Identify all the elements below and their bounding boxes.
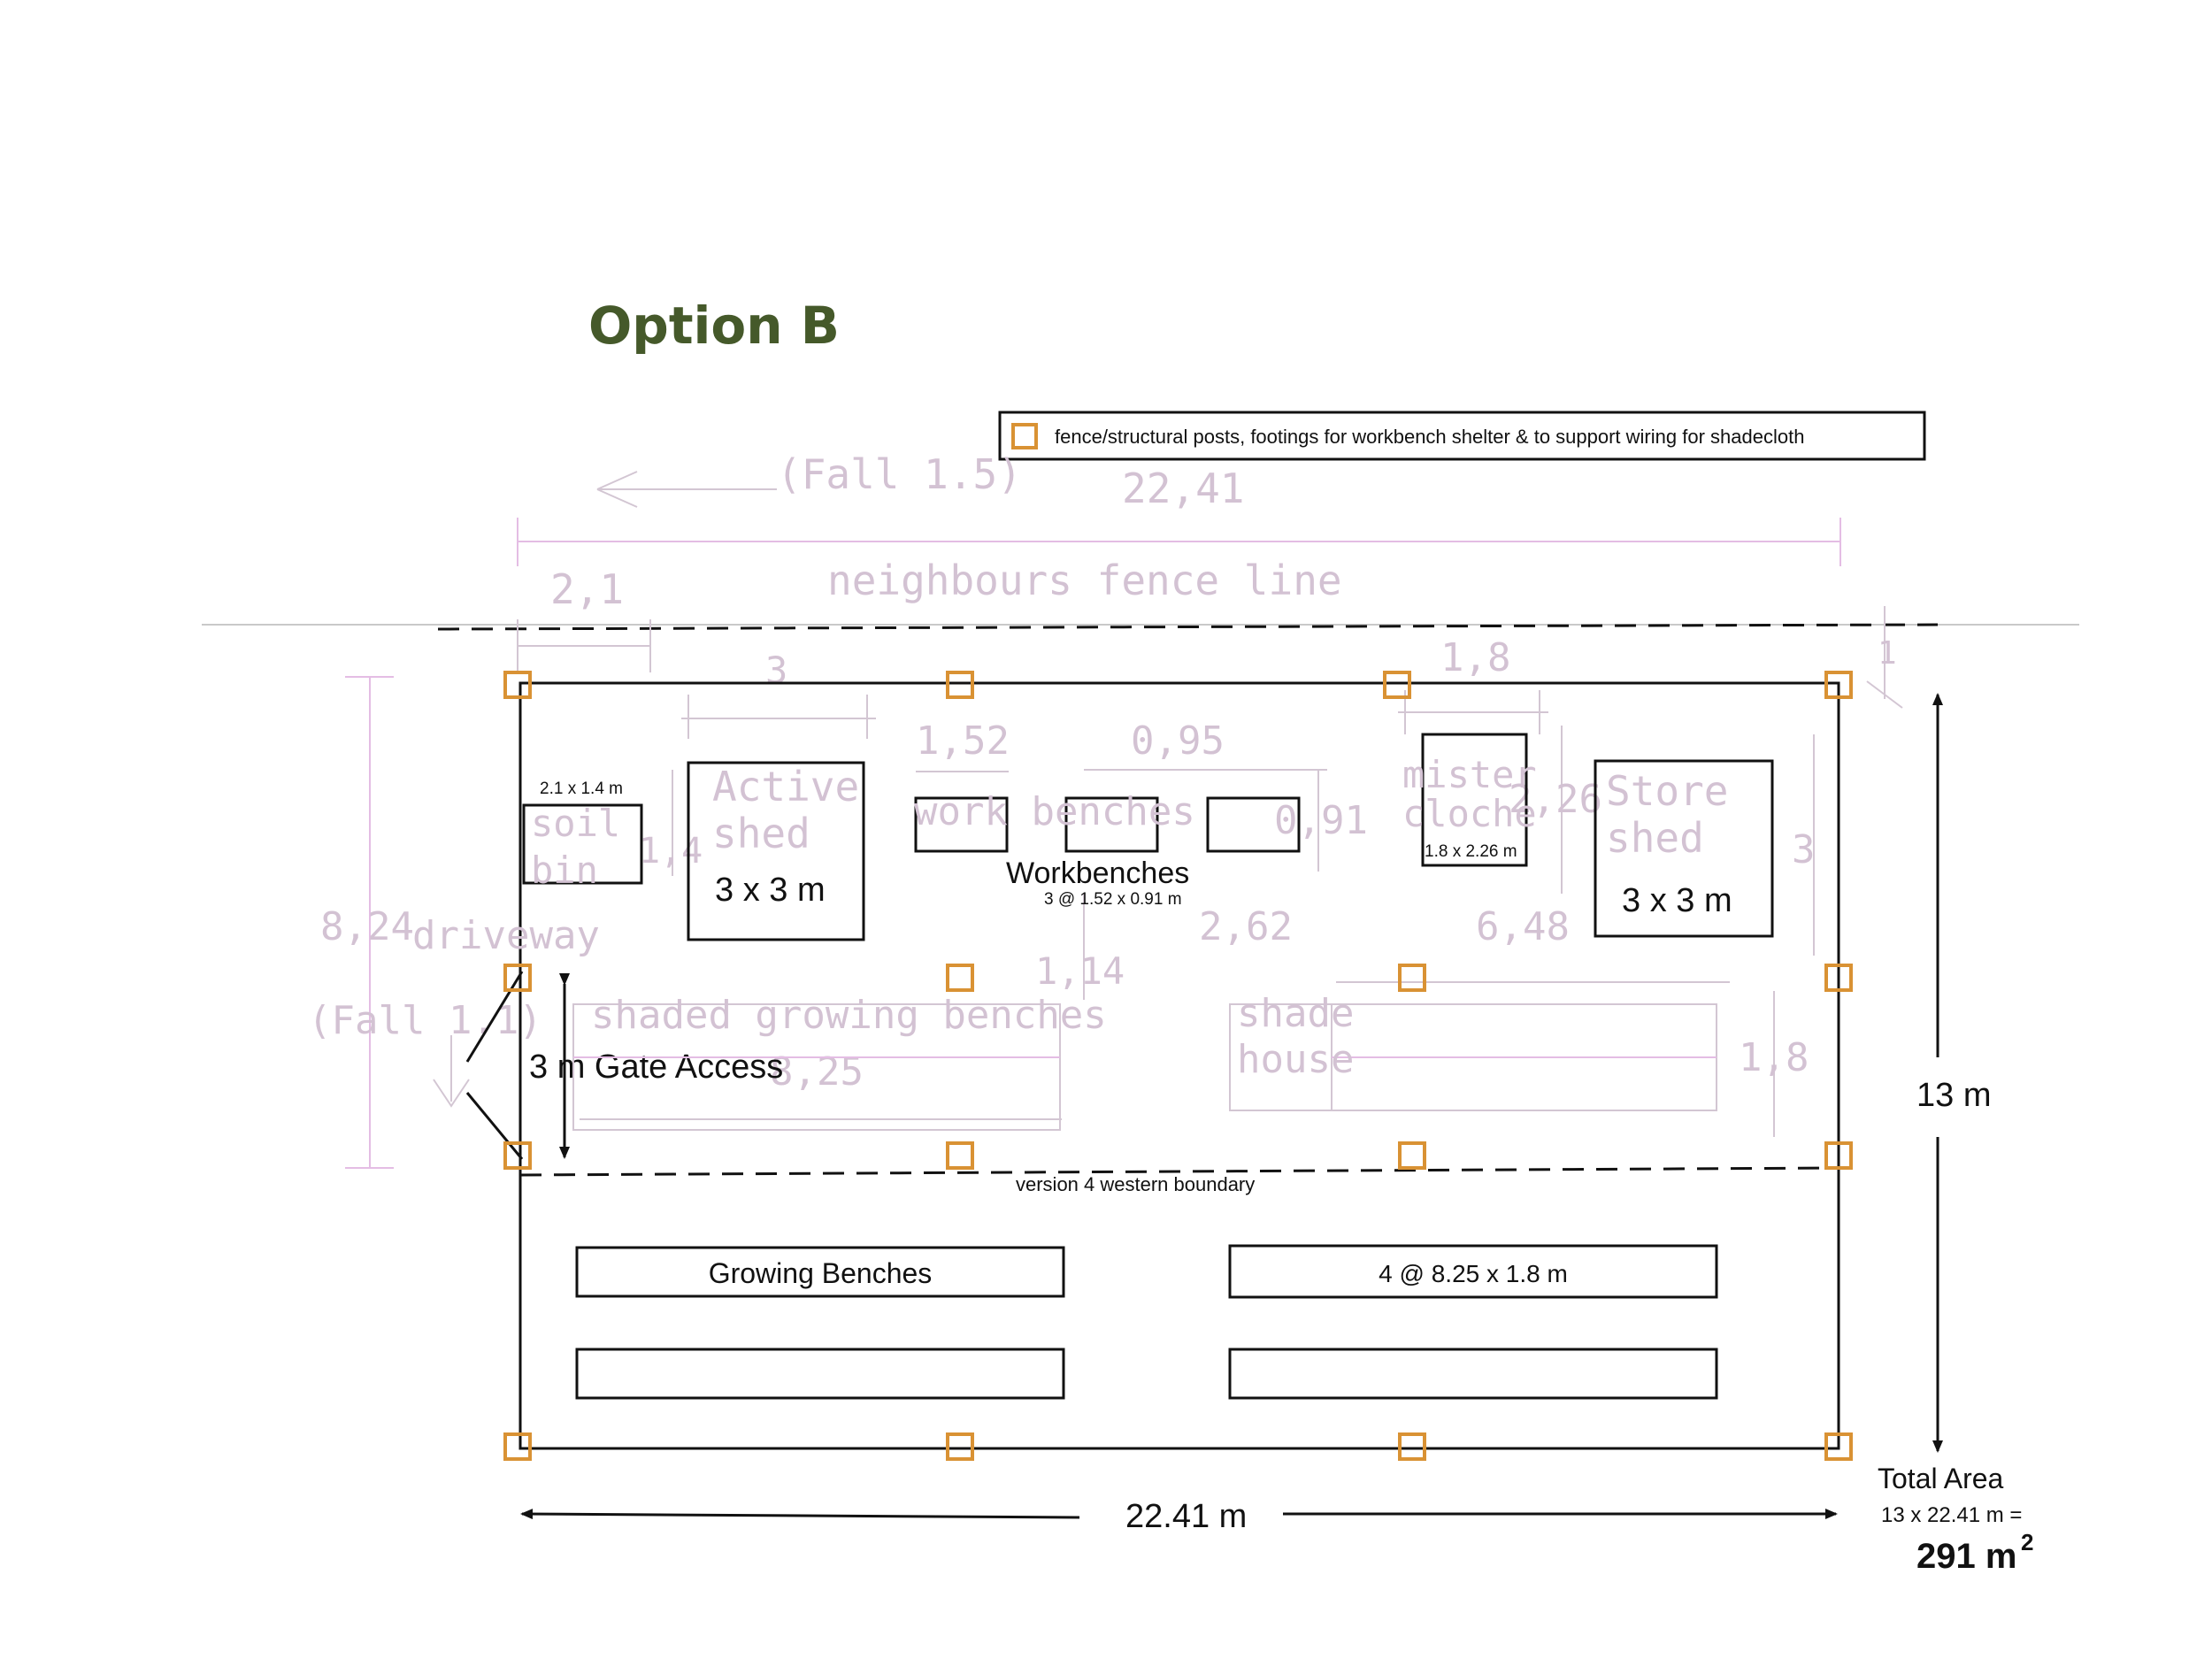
- dim-left-824: 8,24: [320, 904, 414, 949]
- post-icon: [503, 1141, 532, 1170]
- workbench-2: [1064, 796, 1159, 853]
- work-benches-cad-label: work benches: [914, 789, 1195, 834]
- dim-gap-095: 0,95: [1131, 718, 1225, 764]
- workbenches-size: 3 @ 1.52 x 0.91 m: [1044, 890, 1182, 909]
- dim-cloche-226: 2,26: [1509, 777, 1602, 822]
- mister-cloche-label-2: cloche: [1402, 792, 1537, 835]
- western-boundary-line: [519, 1166, 1839, 1177]
- height-label: 13 m: [1916, 1077, 1991, 1114]
- post-icon: [503, 1432, 532, 1461]
- width-dimension: 22.41 m: [520, 1498, 1838, 1535]
- post-icon: [1398, 1432, 1426, 1461]
- dim-bench-152: 1,52: [916, 718, 1010, 764]
- growing-bench-2: [1228, 1244, 1718, 1299]
- driveway-area: driveway (Fall 1.1) 3 m Gate Access: [308, 913, 783, 1160]
- dim-store-3: 3: [1792, 827, 1816, 872]
- western-boundary-label: version 4 western boundary: [1016, 1173, 1255, 1195]
- growing-benches: Growing Benches 4 @ 8.25 x 1.8 m: [575, 1244, 1718, 1400]
- post-icon: [503, 964, 532, 992]
- shaded-benches-label: shaded growing benches: [591, 993, 1107, 1038]
- dim-offset-21: 2,1: [550, 565, 624, 613]
- store-shed-label-1: Store: [1606, 767, 1728, 815]
- active-shed: Active shed 3 x 3 m: [687, 761, 865, 941]
- post-legend-icon: [1011, 423, 1038, 449]
- growing-benches-size: 4 @ 8.25 x 1.8 m: [1379, 1260, 1568, 1287]
- structural-posts: [503, 671, 1853, 1461]
- legend-text: fence/structural posts, footings for wor…: [1055, 426, 1804, 448]
- fence-line-label: neighbours fence line: [827, 557, 1342, 604]
- total-area-label: Total Area: [1878, 1463, 2004, 1494]
- fall-arrow-top: (Fall 1.5): [596, 450, 1022, 508]
- fence-dashed-line: [437, 623, 1939, 631]
- soil-bin: 2.1 x 1.4 m soil bin: [522, 780, 643, 892]
- workbench-3: [1206, 796, 1301, 853]
- site-boundary: [518, 681, 1840, 1450]
- growing-benches-label: Growing Benches: [709, 1257, 933, 1289]
- post-icon: [946, 964, 974, 992]
- post-icon: [1824, 671, 1853, 699]
- post-icon: [946, 1432, 974, 1461]
- page-title: Option B: [588, 296, 840, 356]
- dim-bench-091: 0,91: [1274, 798, 1368, 843]
- post-icon: [946, 671, 974, 699]
- fall-top-label: (Fall 1.5): [777, 450, 1022, 498]
- post-icon: [503, 671, 532, 699]
- dim-bench-825: 8,25: [770, 1049, 864, 1094]
- workbenches-label: Workbenches: [1006, 856, 1189, 890]
- total-area-calc: 13 x 22.41 m =: [1881, 1503, 2022, 1527]
- soil-bin-label-2: bin: [531, 849, 598, 892]
- height-dimension: 13 m: [1916, 693, 1991, 1453]
- post-icon: [1398, 964, 1426, 992]
- dim-gap-648: 6,48: [1476, 904, 1570, 949]
- legend: fence/structural posts, footings for wor…: [998, 411, 1926, 461]
- post-icon: [1383, 671, 1411, 699]
- dim-gap-262: 2,62: [1199, 904, 1293, 949]
- width-label: 22.41 m: [1125, 1498, 1247, 1535]
- fall-left-label: (Fall 1.1): [308, 998, 542, 1043]
- store-shed-label-2: shed: [1606, 814, 1704, 862]
- total-area-sup: 2: [2021, 1529, 2033, 1555]
- driveway-label: driveway: [412, 913, 600, 958]
- dim-shed-3: 3: [765, 649, 787, 692]
- shade-house-label-2: house: [1237, 1037, 1354, 1082]
- growing-bench-4: [1228, 1348, 1718, 1400]
- dim-gap-114: 1,14: [1035, 949, 1125, 993]
- workbenches: work benches Workbenches 3 @ 1.52 x 0.91…: [914, 789, 1301, 909]
- total-area-value: 291 m: [1916, 1537, 2016, 1576]
- mister-cloche-label-1: mister: [1402, 753, 1537, 796]
- active-shed-label-1: Active: [712, 763, 859, 810]
- workbench-1: [914, 796, 1009, 853]
- dim-top-width: 22,41: [1122, 465, 1244, 512]
- cloche-size: 1.8 x 2.26 m: [1425, 842, 1517, 861]
- soil-bin-size: 2.1 x 1.4 m: [540, 780, 623, 798]
- mister-cloche: mister cloche 1.8 x 2.26 m: [1402, 733, 1537, 867]
- total-area: Total Area 13 x 22.41 m = 291 m 2: [1878, 1463, 2033, 1576]
- active-shed-label-2: shed: [712, 810, 810, 857]
- top-width-dimension: 22,41: [517, 465, 1841, 566]
- active-shed-size: 3 x 3 m: [715, 872, 826, 909]
- post-icon: [1824, 1141, 1853, 1170]
- growing-bench-1: [575, 1246, 1065, 1298]
- post-icon: [946, 1141, 974, 1170]
- dim-bench-18: 1,8: [1739, 1035, 1809, 1080]
- store-shed: Store shed 3 x 3 m: [1594, 759, 1774, 938]
- post-icon: [1824, 1432, 1853, 1461]
- shaded-area: shaded growing benches shade house: [572, 991, 1717, 1131]
- store-shed-size: 3 x 3 m: [1622, 882, 1732, 919]
- post-icon: [1398, 1141, 1426, 1170]
- growing-bench-3: [575, 1348, 1065, 1400]
- dim-soil-14: 1,4: [639, 831, 703, 872]
- gate-access-label: 3 m Gate Access: [529, 1048, 783, 1086]
- dim-gap-18-top: 1,8: [1440, 635, 1510, 680]
- shade-house-label-1: shade: [1237, 991, 1354, 1036]
- dim-gap-1: 1: [1878, 635, 1897, 672]
- post-icon: [1824, 964, 1853, 992]
- soil-bin-label-1: soil: [531, 802, 620, 845]
